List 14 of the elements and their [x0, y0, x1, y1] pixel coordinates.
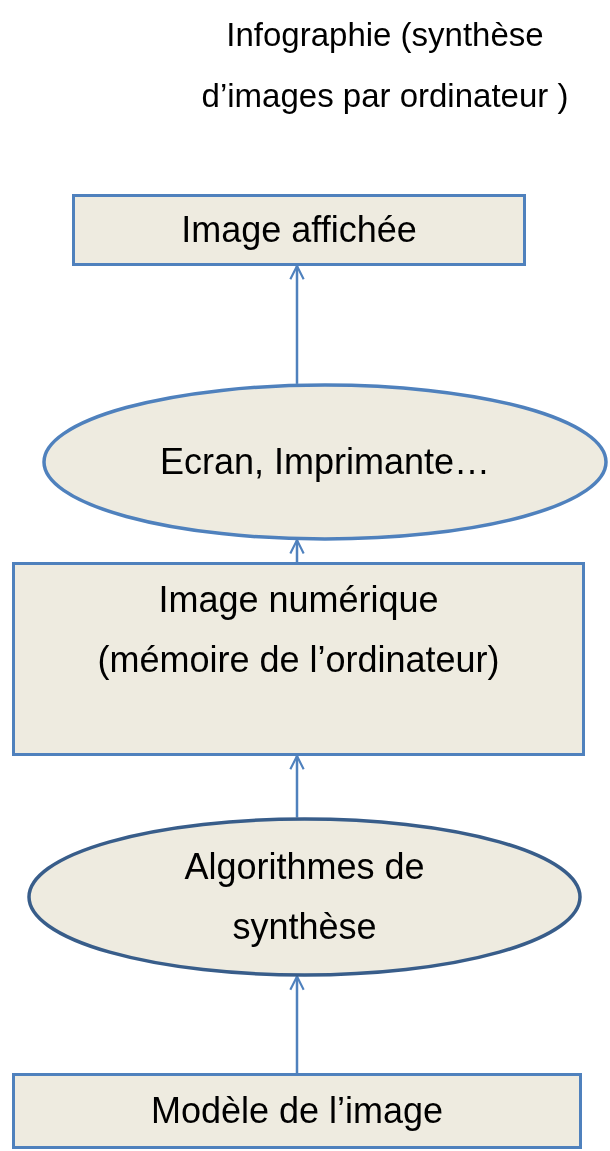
arrow: [289, 754, 305, 818]
process-box: [12, 1073, 582, 1149]
arrow: [289, 539, 305, 562]
arrow: [289, 264, 305, 384]
node-label: Image affichée: [181, 208, 417, 252]
arrow: [289, 975, 305, 1073]
diagram-title: Infographie (synthèse d’images par ordinateur ): [200, 15, 570, 116]
process-box: [72, 194, 526, 266]
process-box: [12, 562, 585, 756]
node-label: Ecran, Imprimante…: [159, 440, 491, 484]
node-label: (mémoire de l’ordinateur): [97, 638, 500, 682]
node-label: Modèle de l’image: [150, 1089, 444, 1133]
node-label: Algorithmes de synthèse: [183, 845, 426, 949]
node-label: Image numérique: [158, 578, 439, 622]
